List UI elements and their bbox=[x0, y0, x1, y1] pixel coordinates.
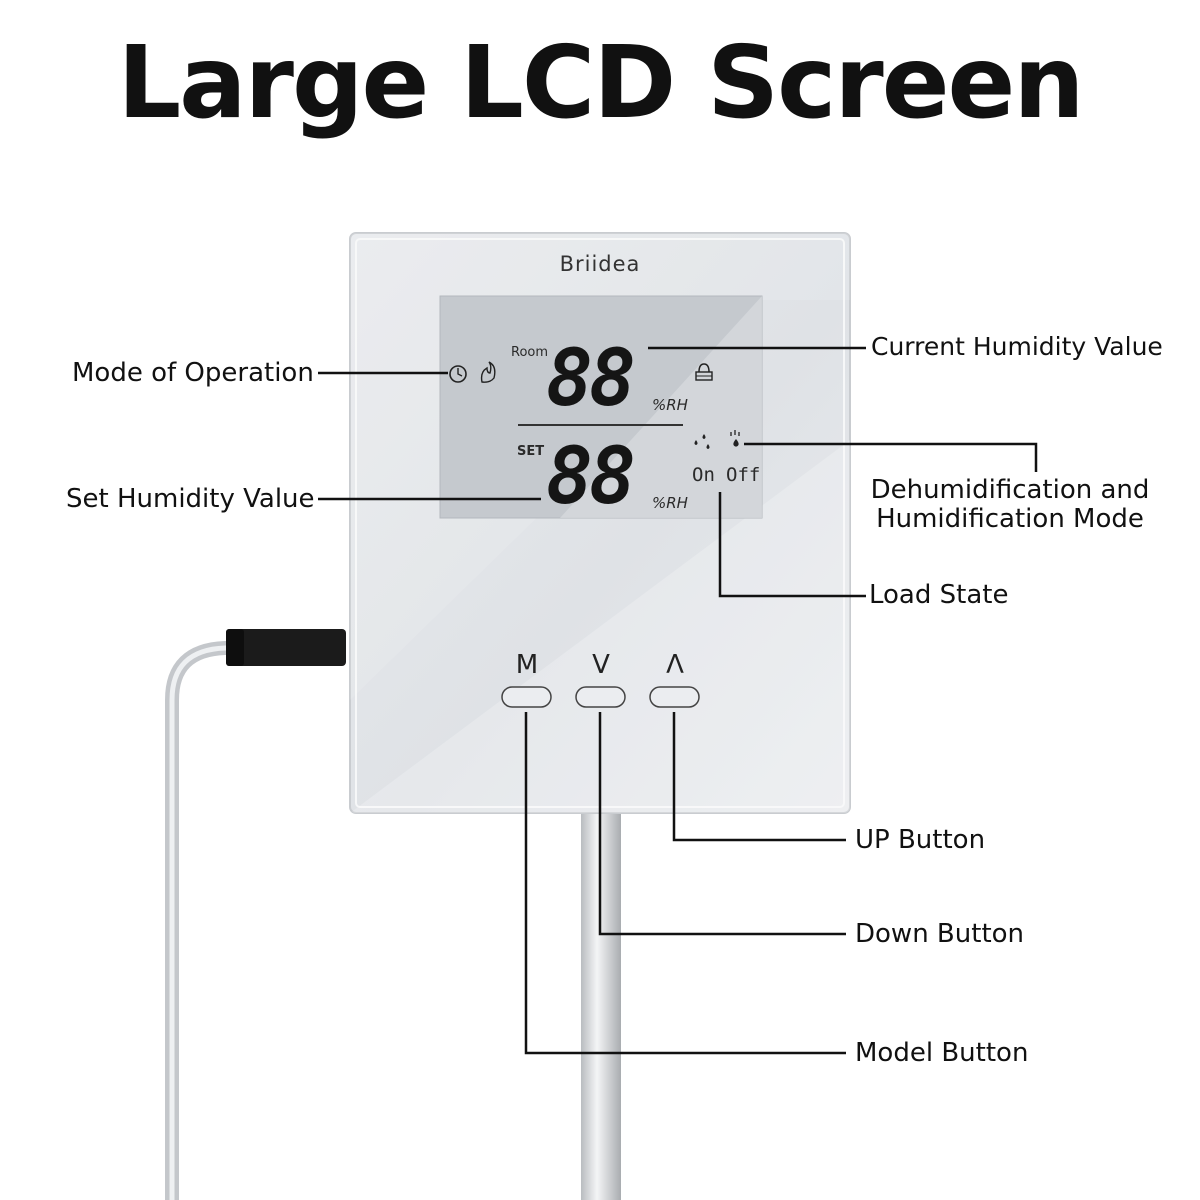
set-unit: %RH bbox=[652, 494, 688, 512]
load-off-label: Off bbox=[726, 464, 761, 486]
set-humidity-digits: 88 bbox=[546, 432, 636, 522]
room-humidity-digits: 88 bbox=[546, 334, 636, 424]
clock-icon bbox=[449, 365, 467, 383]
callout-dehum-mode-line2: Humidification Mode bbox=[876, 504, 1144, 534]
down-key-label: V bbox=[592, 650, 610, 680]
page-title: Large LCD Screen bbox=[117, 24, 1084, 141]
down-button bbox=[575, 686, 626, 708]
lock-icon bbox=[695, 363, 713, 381]
up-key-label: Λ bbox=[666, 650, 684, 680]
up-button bbox=[649, 686, 700, 708]
callout-lines bbox=[318, 346, 1038, 1055]
room-label: Room bbox=[511, 345, 549, 360]
callout-dehum-mode-line1: Dehumidification and bbox=[870, 475, 1150, 505]
set-label: SET bbox=[517, 444, 545, 459]
sensor-probe bbox=[226, 629, 346, 666]
dehumidify-icon bbox=[730, 430, 740, 447]
callout-up-button: UP Button bbox=[855, 825, 986, 855]
mode-button bbox=[501, 686, 552, 708]
callout-current-humidity: Current Humidity Value bbox=[871, 332, 1163, 361]
brand-logo: Briidea bbox=[559, 252, 641, 276]
load-on-label: On bbox=[692, 464, 715, 486]
humidify-drops-icon bbox=[694, 434, 710, 449]
room-unit: %RH bbox=[652, 396, 688, 414]
sensor-cable bbox=[165, 641, 247, 1200]
callout-load-state: Load State bbox=[869, 580, 1009, 610]
mode-key-label: M bbox=[515, 650, 539, 680]
callout-mode-of-operation: Mode of Operation bbox=[72, 358, 314, 388]
mode-flame-icon bbox=[480, 361, 496, 383]
callout-model-button: Model Button bbox=[855, 1038, 1029, 1068]
callout-down-button: Down Button bbox=[855, 919, 1025, 949]
callout-dehum-mode: Dehumidification and Humidification Mode bbox=[862, 476, 1158, 534]
callout-set-humidity: Set Humidity Value bbox=[66, 484, 315, 514]
